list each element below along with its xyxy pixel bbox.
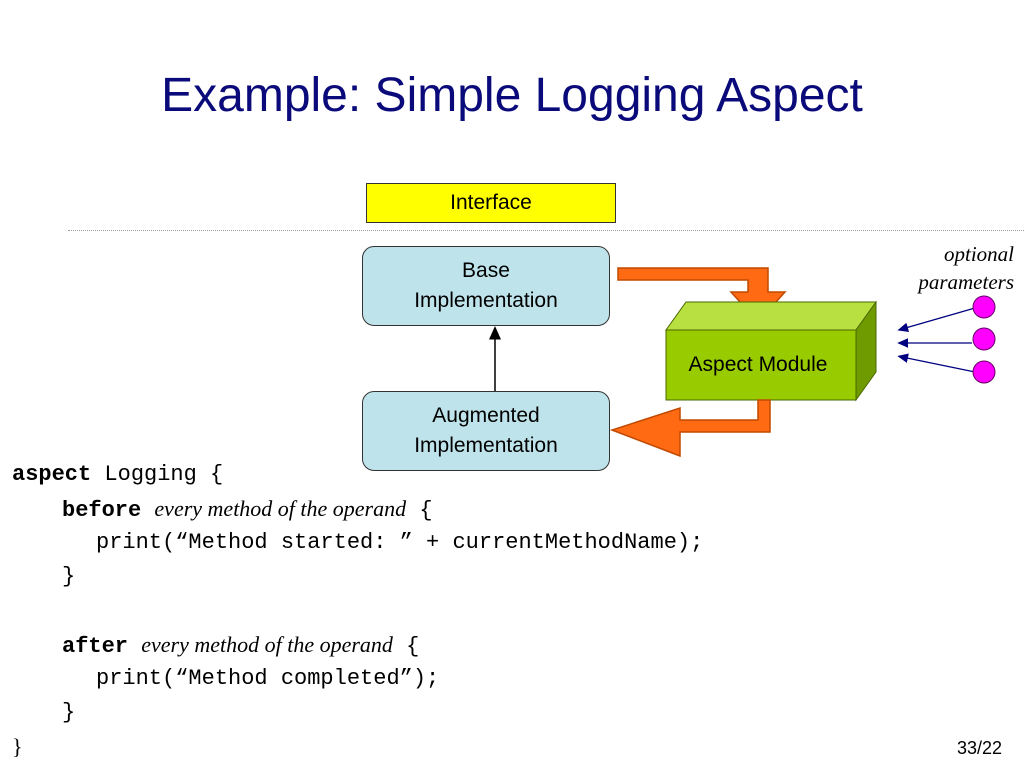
before-keyword: before <box>62 498 142 523</box>
aspect-module-front <box>665 329 857 401</box>
parameter-circle-3 <box>972 360 996 384</box>
aspect-to-augmented-arrow <box>609 399 771 458</box>
optional-parameters-label: optional parameters <box>874 240 1014 296</box>
code-line-after: after every method of the operand { <box>62 628 419 662</box>
optional-label-line2: parameters <box>918 270 1014 294</box>
code-line-before: before every method of the operand { <box>62 492 433 526</box>
code-line-aspect: aspect Logging { <box>12 458 223 492</box>
page-number: 33/22 <box>956 738 1002 758</box>
code-line-after-body: print(“Method completed”); <box>96 666 440 691</box>
aspect-declaration: Logging { <box>91 462 224 487</box>
base-label-line1: Base <box>462 259 510 282</box>
interface-box: Interface <box>366 183 616 223</box>
after-description: every method of the operand <box>141 632 393 657</box>
after-open-brace: { <box>392 634 420 659</box>
code-line-after-close: } <box>62 700 76 725</box>
augmented-implementation-box: Augmented Implementation <box>362 391 610 471</box>
base-label-line2: Implementation <box>414 289 558 312</box>
optional-label-line1: optional <box>943 242 1014 266</box>
param-arrow-1 <box>897 307 976 332</box>
aspect-module-label: Aspect Module <box>688 353 828 376</box>
aspect-module-top <box>665 301 877 331</box>
parameter-circle-1 <box>972 295 996 319</box>
before-open-brace: { <box>406 498 433 523</box>
before-description: every method of the operand <box>154 496 407 521</box>
aspect-keyword: aspect <box>12 462 92 487</box>
parameter-circle-2 <box>972 327 996 351</box>
augmented-label-line1: Augmented <box>432 404 540 427</box>
after-keyword: after <box>62 634 129 659</box>
base-implementation-box: Base Implementation <box>362 246 610 326</box>
param-arrow-3 <box>897 353 976 373</box>
code-line-before-close: } <box>62 564 76 589</box>
dotted-divider <box>68 230 1024 231</box>
slide-title: Example: Simple Logging Aspect <box>161 69 863 122</box>
code-line-aspect-close: } <box>12 734 23 759</box>
code-line-before-body: print(“Method started: ” + currentMethod… <box>96 530 704 555</box>
augmented-label-line2: Implementation <box>414 434 558 457</box>
